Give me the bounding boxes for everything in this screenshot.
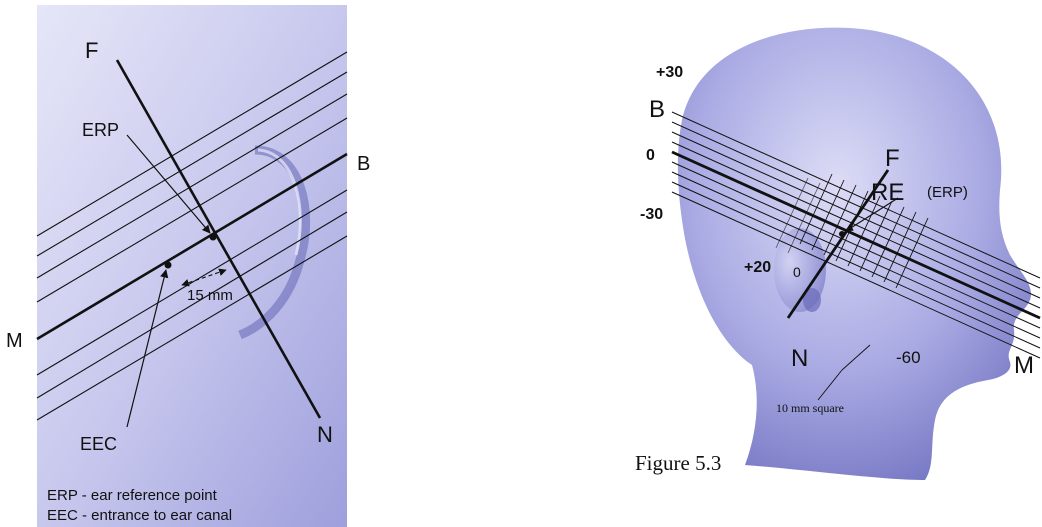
left-label-n: N [317, 422, 333, 447]
left-label-distance: 15 mm [187, 287, 233, 304]
left-label-f: F [85, 38, 98, 63]
tick-plus30: +30 [656, 64, 683, 81]
eec-point [164, 261, 172, 269]
re-point [839, 231, 845, 237]
left-label-erp: ERP [82, 120, 119, 140]
distance-arrow [181, 268, 227, 287]
right-label-b: B [649, 96, 665, 123]
tick-minus30: -30 [640, 206, 663, 223]
right-label-erp: (ERP) [927, 184, 968, 201]
fn-axis-line-right [786, 169, 890, 319]
right-head-diagram: F B M N RE (ERP) +30 0 -30 +20 0 -60 10 … [640, 27, 1041, 480]
tick-minus60: -60 [896, 348, 921, 367]
eec-arrow [126, 269, 169, 428]
mb-axis-line [36, 152, 348, 341]
erp-point [209, 233, 217, 241]
re-arrow [845, 197, 899, 232]
measurement-grid [775, 173, 929, 289]
left-label-eec: EEC [80, 434, 117, 454]
tick-zero-left: 0 [646, 147, 655, 164]
left-ear-diagram: F B M N ERP EEC 15 mm ERP - ear referenc… [6, 5, 370, 527]
grid-note-arrow [841, 344, 871, 371]
tick-plus20: +20 [744, 259, 771, 276]
tick-zero-center: 0 [793, 264, 801, 280]
ear-canal [803, 288, 821, 312]
right-label-m: M [1014, 352, 1034, 379]
bm-axis-line [671, 150, 1041, 320]
right-label-re: RE [871, 179, 904, 206]
grid-note-label: 10 mm square [776, 401, 844, 415]
left-parallel-lines [36, 51, 348, 421]
right-label-f: F [885, 145, 900, 172]
fn-axis-line [115, 59, 322, 419]
right-label-n: N [791, 345, 808, 372]
legend-eec: EEC - entrance to ear canal [47, 507, 232, 524]
left-label-b: B [357, 153, 370, 175]
figure-caption: Figure 5.3 [635, 451, 721, 475]
legend-erp: ERP - ear reference point [47, 487, 218, 504]
left-label-m: M [6, 330, 23, 352]
grid-note-arrow-tail [817, 369, 843, 401]
erp-arrow [126, 134, 211, 234]
